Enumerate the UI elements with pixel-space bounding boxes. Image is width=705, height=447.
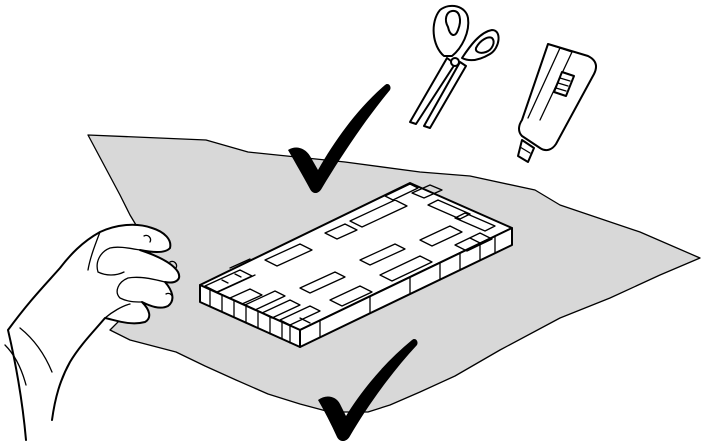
utility-knife-icon bbox=[517, 43, 597, 163]
check-mark-icon bbox=[318, 338, 418, 442]
packaging-block bbox=[199, 182, 513, 348]
check-mark-icon bbox=[288, 83, 391, 194]
scissors-icon bbox=[409, 4, 500, 129]
hand-icon bbox=[4, 223, 181, 441]
